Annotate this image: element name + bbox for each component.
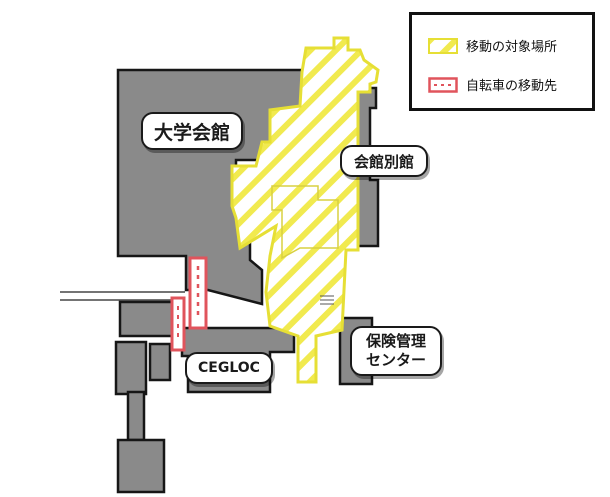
label-hoken-kanri-line2: センター	[365, 351, 426, 369]
building-small-left[interactable]	[114, 340, 148, 396]
bicycle-swatch-icon	[428, 76, 458, 93]
label-kaikan-bekkan: 会館別館	[340, 145, 428, 177]
label-daigaku-kaikan: 大学会館	[141, 112, 243, 150]
legend: 移動の対象場所 自転車の移動先	[409, 12, 595, 111]
moving-target-inner	[271, 185, 339, 260]
building-stem	[126, 390, 146, 442]
label-cegloc-text: CEGLOC	[198, 360, 260, 376]
hatch-swatch-icon	[428, 37, 458, 54]
legend-row-moving-target: 移動の対象場所	[428, 36, 557, 55]
legend-row-bicycle-destination: 自転車の移動先	[428, 75, 557, 94]
label-hoken-kanri-line1: 保険管理	[365, 332, 426, 350]
moving-target-area[interactable]	[230, 36, 380, 384]
label-hoken-kanri: 保険管理 センター	[350, 326, 442, 376]
legend-bicycle-destination-label: 自転車の移動先	[466, 79, 558, 94]
label-kaikan-bekkan-text: 会館別館	[353, 152, 414, 171]
label-cegloc: CEGLOC	[185, 352, 273, 384]
building-notch[interactable]	[148, 342, 172, 382]
label-daigaku-kaikan-text: 大学会館	[153, 121, 230, 144]
building-bottom[interactable]	[116, 438, 166, 494]
legend-moving-target-label: 移動の対象場所	[466, 40, 558, 55]
